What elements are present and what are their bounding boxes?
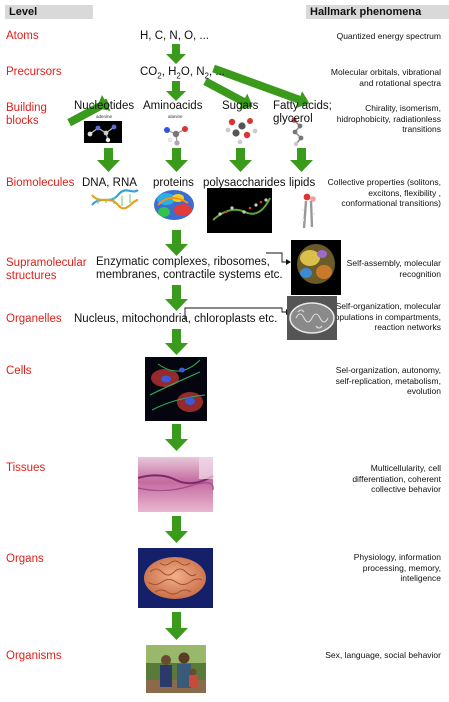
phenomena-atoms: Quantized energy spectrum [336, 31, 441, 41]
atoms-elements-text: H, C, N, O, ... [140, 30, 210, 42]
polysaccharide-image [207, 188, 272, 233]
arrow-organs-to-organisms [165, 612, 188, 640]
lipids-label: lipids [289, 177, 316, 189]
organelles-connector [184, 307, 286, 320]
phenomena-organisms: Sex, language, social behavior [325, 650, 441, 660]
protein-structure-image [154, 190, 194, 220]
level-organs: Organs [6, 553, 44, 565]
precursor-rest: , ... [208, 66, 225, 78]
arrow-precursors-to-sugars [203, 77, 253, 110]
alanine-caption: alanine [168, 114, 183, 119]
adenine-molecule-image [84, 121, 122, 143]
level-biomolecules: Biomolecules [6, 177, 75, 189]
phenomena-biomolecules: Collective properties (solitons, exciton… [327, 177, 441, 208]
phenomena-organs: Physiology, information processing, memo… [353, 552, 441, 583]
cells-image [145, 357, 207, 421]
hallmark-header: Hallmark phenomena [306, 5, 449, 19]
arrow-nucleotides-to-dna [97, 148, 120, 172]
supramolecular-line1: Enzymatic complexes, ribosomes, [96, 256, 270, 268]
organelles-text: Nucleus, mitochondria, chloroplasts etc. [74, 313, 278, 325]
fatty-acid-molecule-image [291, 117, 304, 147]
phenomena-organelles: Self-organization, molecular populations… [329, 301, 441, 332]
brain-image [138, 548, 213, 608]
level-precursors: Precursors [6, 66, 62, 78]
level-supramolecular-line1: Supramolecular [6, 257, 87, 269]
arrow-sugars-to-polysaccharides [229, 148, 252, 172]
alanine-molecule-image [164, 126, 188, 146]
precursors-text: CO2, H2O, N2, ... [140, 66, 225, 81]
ribosome-image [291, 240, 341, 295]
sugars-label: Sugars [222, 100, 259, 112]
arrow-precursors-to-nucleotides [67, 94, 111, 127]
level-atoms: Atoms [6, 30, 39, 42]
tissue-image [137, 457, 214, 512]
arrow-fatty-to-lipids [290, 148, 313, 172]
level-building-blocks-line2: blocks [6, 115, 39, 127]
level-tissues: Tissues [6, 462, 46, 474]
level-building-blocks-line1: Building [6, 102, 47, 114]
phenomena-tissues: Multicellularity, cell differentiation, … [352, 463, 441, 494]
level-supramolecular-line2: structures [6, 270, 57, 282]
proteins-label: proteins [153, 177, 194, 189]
arrow-precursors-to-aminoacids [166, 81, 186, 101]
arrow-atoms-to-precursors [166, 44, 186, 64]
dna-helix-image [91, 189, 139, 210]
level-header: Level [5, 5, 93, 19]
arrow-precursors-to-fatty [212, 64, 310, 109]
level-organisms: Organisms [6, 650, 62, 662]
phenomena-precursors: Molecular orbitals, vibrational and rota… [330, 67, 441, 88]
precursor-h-sub: 2 [176, 71, 181, 81]
supramolecular-line2: membranes, contractile systems etc. [96, 269, 283, 281]
arrow-organelles-to-cells [165, 329, 188, 355]
sugar-molecule-image [225, 118, 258, 145]
fatty-acids-label: Fatty acids; [273, 100, 332, 112]
precursor-o: O, N [180, 66, 205, 78]
organisms-photo [146, 645, 206, 693]
mitochondrion-image [287, 296, 337, 340]
arrow-supramolecular-to-organelles [165, 285, 188, 311]
glycerol-label: glycerol [273, 113, 313, 125]
phenomena-building-blocks: Chirality, isomerism, hidrophobicity, ra… [336, 103, 441, 134]
polysaccharides-label: polysaccharides [203, 177, 286, 189]
arrow-aminoacids-to-proteins [165, 148, 188, 172]
arrow-cells-to-tissues [165, 424, 188, 451]
phenomena-cells: Sel-organization, autonomy, self-replica… [335, 365, 441, 396]
adenine-caption: adenine [96, 114, 113, 119]
arrow-tissues-to-organs [165, 516, 188, 543]
lipid-molecule-image [301, 193, 316, 229]
precursor-h: H [168, 66, 177, 78]
level-organelles: Organelles [6, 313, 62, 325]
level-cells: Cells [6, 365, 32, 377]
level-building-blocks: Building blocks [6, 102, 47, 128]
arrow-proteins-to-supramolecular [165, 230, 188, 256]
aminoacids-label: Aminoacids [143, 100, 203, 112]
precursor-n-sub: 2 [204, 71, 209, 81]
phenomena-supramolecular: Self-assembly, molecular recognition [346, 258, 441, 279]
level-supramolecular: Supramolecular structures [6, 257, 87, 283]
precursor-co: CO [140, 66, 158, 78]
precursor-co-sub: 2 [157, 71, 162, 81]
supramolecular-connector [266, 252, 286, 263]
dna-rna-label: DNA, RNA [82, 177, 137, 189]
nucleotides-label: Nucleotides [74, 100, 135, 112]
